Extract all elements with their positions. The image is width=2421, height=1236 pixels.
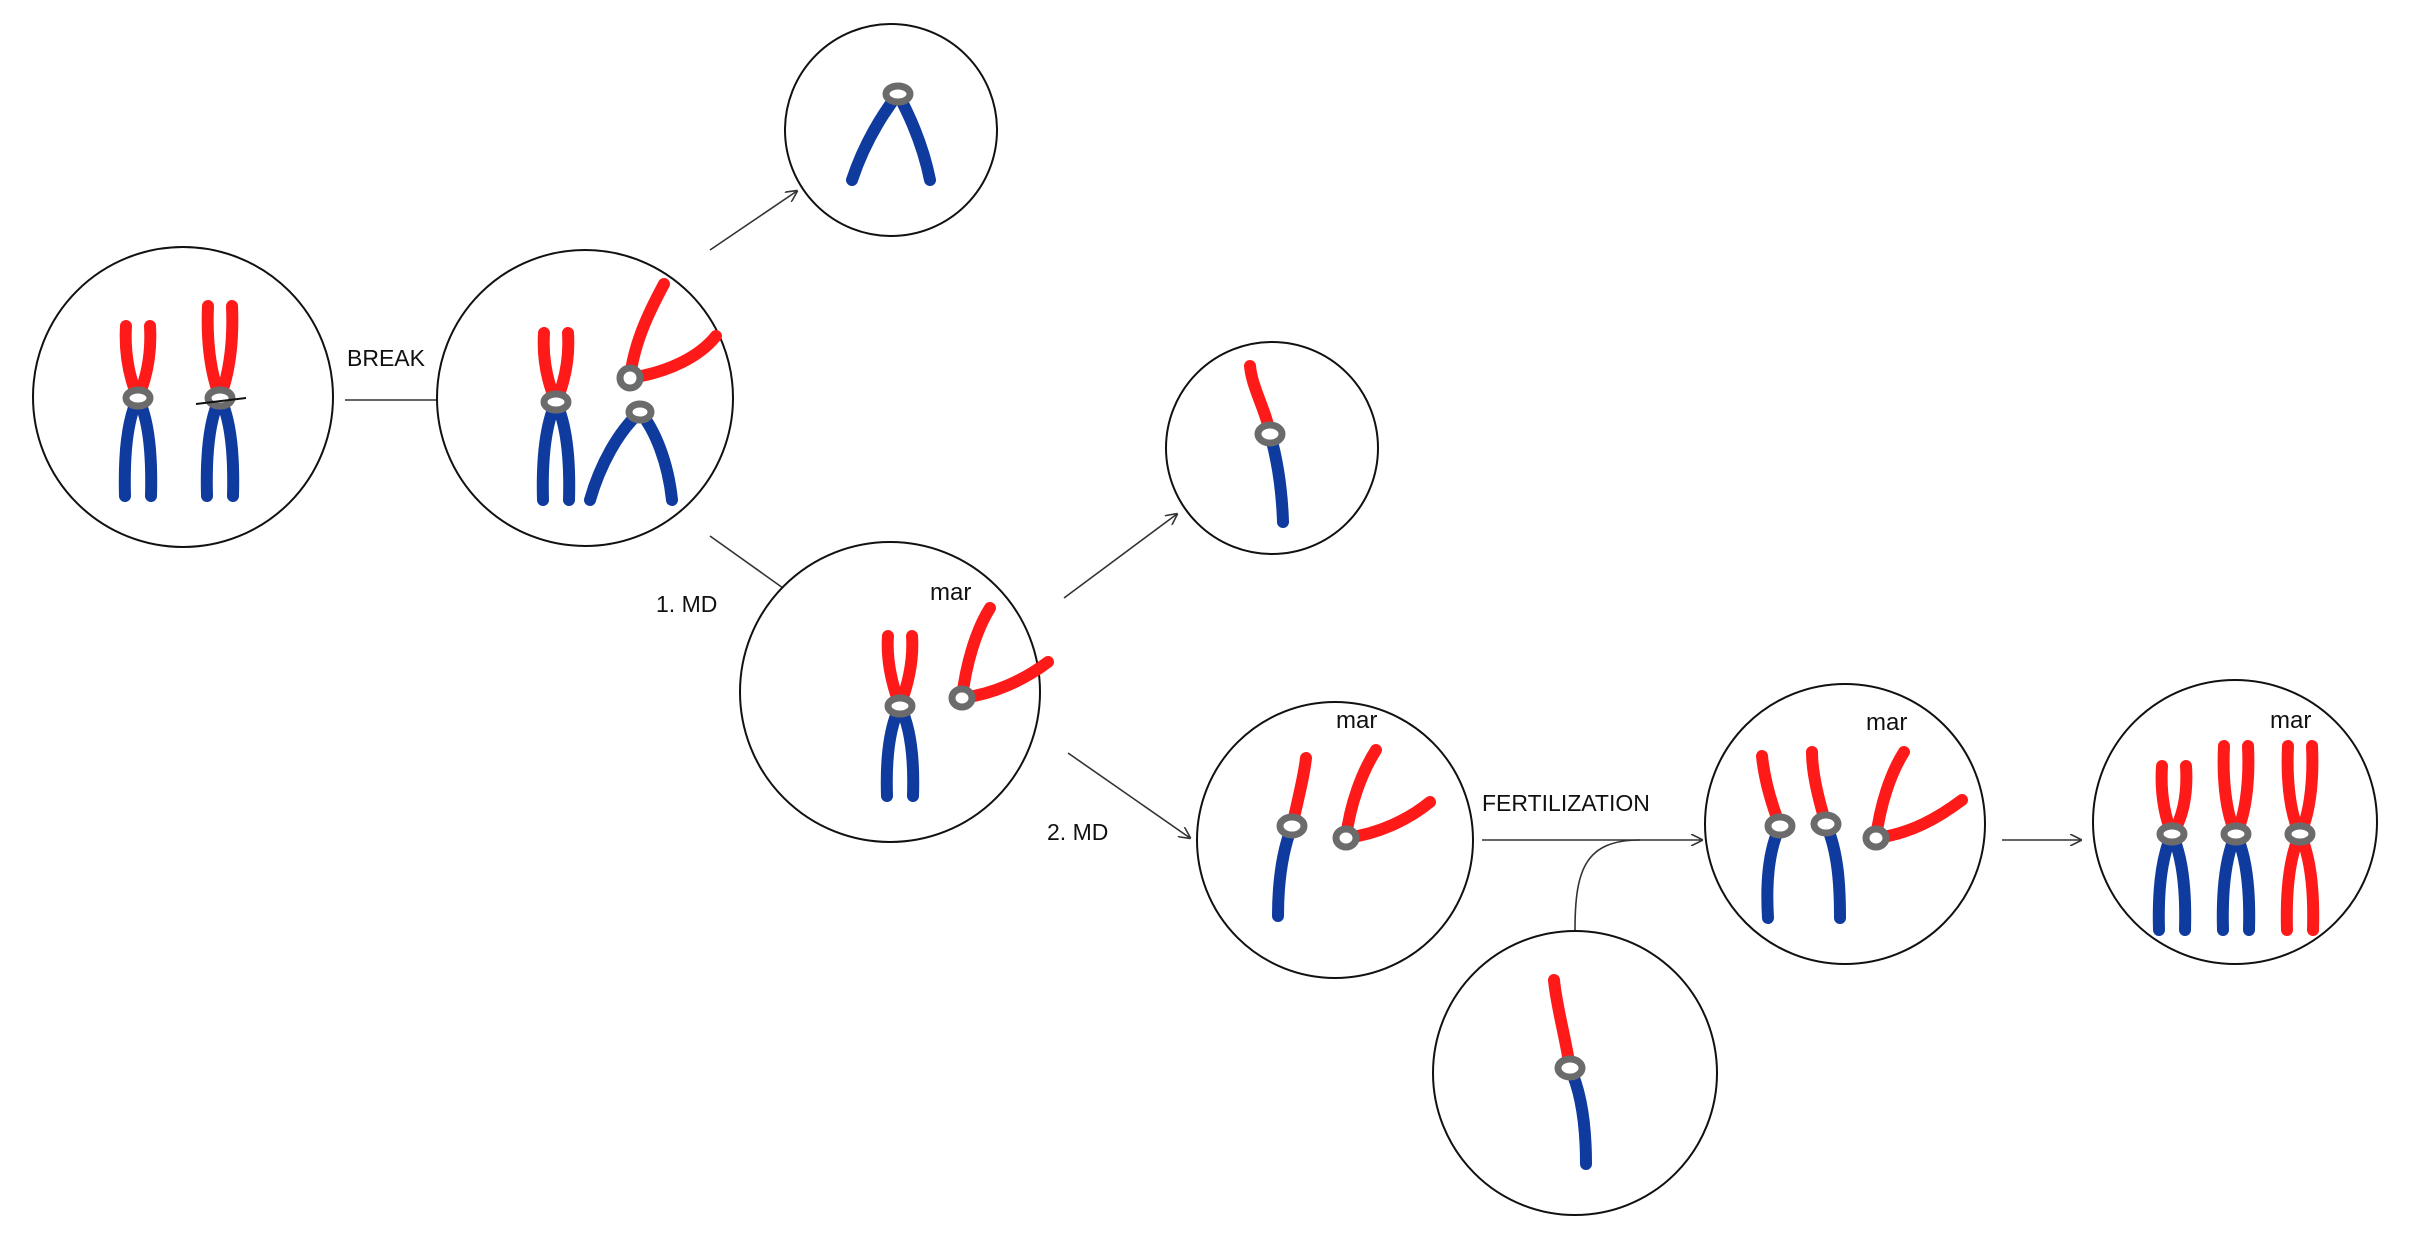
chromosome-normal-2 <box>2216 740 2256 936</box>
arrow-to-upper-right-cell <box>1063 514 1177 599</box>
chromosome-normal <box>536 327 576 506</box>
marker-chromosome <box>948 602 1054 711</box>
centromere-icon <box>616 364 644 392</box>
centromere-icon <box>884 694 916 718</box>
chromosome-mixed-1 <box>1756 750 1796 924</box>
chromosome-normal-1 <box>2152 760 2193 936</box>
marker-chromosome <box>1862 746 1968 851</box>
cell-after-break-membrane <box>436 249 734 547</box>
arrows <box>345 191 2081 931</box>
marker-chromosome <box>1332 744 1436 851</box>
centromere-icon <box>540 390 572 414</box>
cell-first-meiotic-division: mar <box>739 541 1054 843</box>
centromere-icon <box>2220 822 2252 846</box>
cell-initial-membrane <box>32 246 334 548</box>
centromere-icon <box>625 400 655 424</box>
centromere-icon <box>2156 822 2188 846</box>
chromosome-normal <box>880 630 920 802</box>
cell-top-blue-fragment <box>784 23 998 237</box>
label-md2: 2. MD <box>1047 819 1108 845</box>
cell-top-membrane <box>784 23 998 237</box>
cell-upper-right <box>1165 341 1379 555</box>
arrow-sperm-join <box>1574 839 1641 931</box>
break-line-icon <box>195 397 247 405</box>
arrow-md2 <box>1067 752 1190 838</box>
centromere-icon <box>204 386 236 410</box>
cell-zygote-membrane <box>1704 683 1986 965</box>
chromosome-normal-2-breaking <box>195 300 247 502</box>
centromere-icon <box>1810 811 1842 837</box>
centromere-icon <box>1554 1055 1586 1081</box>
label-fertilization: FERTILIZATION <box>1482 790 1650 816</box>
cell-sperm <box>1432 930 1718 1216</box>
fragment-red-arms <box>616 278 722 392</box>
label-md1: 1. MD <box>656 591 717 617</box>
chromosome-marker-isochromosome <box>2280 740 2320 936</box>
cell-zygote: mar <box>1704 683 1986 965</box>
centromere-icon <box>2284 822 2316 846</box>
centromere-icon <box>1332 825 1360 851</box>
centromere-icon <box>1764 813 1796 839</box>
centromere-icon <box>1862 825 1890 851</box>
label-mar: mar <box>1866 709 1907 736</box>
chromosome-mixed <box>1272 752 1312 922</box>
centromere-icon <box>948 685 976 711</box>
label-mar: mar <box>1336 707 1377 734</box>
centromere-icon <box>122 386 154 410</box>
label-mar: mar <box>2270 707 2311 734</box>
chromosome-normal-1 <box>118 320 158 502</box>
labels: BREAK 1. MD 2. MD FERTILIZATION <box>347 345 1650 845</box>
centromere-icon <box>1276 813 1308 839</box>
label-break: BREAK <box>347 345 426 371</box>
cell-initial <box>32 246 334 548</box>
fragment-blue-arms <box>584 400 678 506</box>
centromere-icon <box>1254 421 1286 447</box>
centromere-icon <box>882 82 914 106</box>
arrow-to-top-cell <box>709 191 797 251</box>
chromosome-mixed-2 <box>1806 746 1846 924</box>
cell-second-meiotic-division: mar <box>1196 701 1474 979</box>
label-mar: mar <box>930 579 971 606</box>
cell-after-break <box>436 249 734 547</box>
cell-final: mar <box>2092 679 2378 965</box>
